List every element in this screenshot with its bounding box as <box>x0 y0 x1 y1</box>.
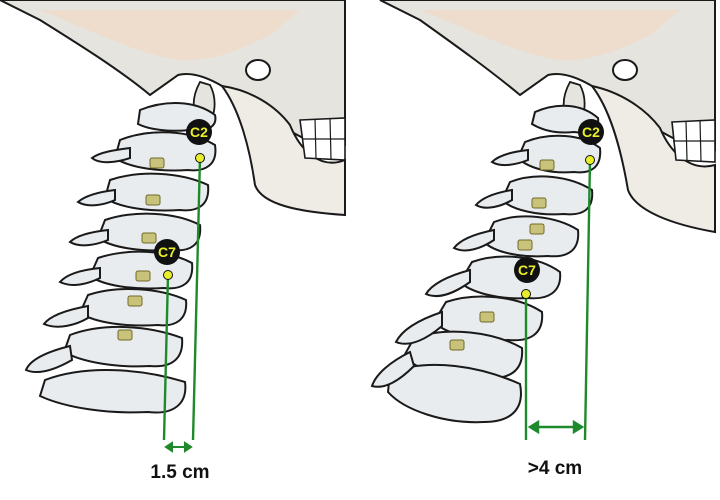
target-dot-icon <box>163 270 173 280</box>
plumb-line-c2 <box>583 159 592 441</box>
vertebra-t1 <box>386 363 522 424</box>
spinous-process-4 <box>58 266 101 286</box>
mandible <box>219 84 346 217</box>
vertebra-c3 <box>103 172 210 212</box>
mandible <box>589 84 716 234</box>
double-headed-arrow-icon <box>164 441 193 453</box>
measurement-label: >4 cm <box>528 458 582 479</box>
spinous-process-1 <box>490 148 529 167</box>
vertebra-c4 <box>96 212 202 252</box>
target-dot-icon <box>521 289 531 299</box>
vertebra-c2 <box>113 131 217 172</box>
ear-opening <box>612 59 638 81</box>
c2-label: C2 <box>582 124 600 140</box>
skull <box>379 0 716 234</box>
spinous-process-5 <box>42 304 89 328</box>
vertebra-t1 <box>38 369 187 414</box>
c2-marker: C2 <box>186 119 212 163</box>
target-dot-icon <box>585 155 595 165</box>
plumb-lines <box>162 157 202 441</box>
c2-label: C2 <box>190 124 208 140</box>
plumb-line-c7 <box>162 274 170 441</box>
c2-marker: C2 <box>578 119 604 165</box>
cervical-spine <box>24 102 217 414</box>
cervical-spine <box>370 104 602 424</box>
panel-normal-alignment: C2 C7 1.5 cm <box>0 0 346 483</box>
double-headed-arrow-icon <box>527 419 585 435</box>
target-dot-icon <box>195 153 205 163</box>
spinous-process-5 <box>394 310 443 345</box>
vertebra-c7 <box>62 325 184 368</box>
c7-marker: C7 <box>514 257 540 299</box>
spinous-process-2 <box>76 188 116 207</box>
vertebra-c5 <box>458 255 562 300</box>
plumb-line-c2 <box>191 157 202 441</box>
spinous-process-6 <box>370 350 416 388</box>
c7-label: C7 <box>158 244 176 260</box>
vertebra-c3 <box>500 175 594 216</box>
vertebra-c6 <box>78 288 188 327</box>
spinous-process-2 <box>474 188 513 209</box>
spine-illustration-forward-head: C2 C7 >4 cm <box>370 0 716 479</box>
skull <box>0 0 346 217</box>
panel-forward-head: C2 C7 >4 cm <box>360 0 720 500</box>
c7-marker: C7 <box>154 239 180 280</box>
spinous-process-3 <box>68 228 109 247</box>
spine-illustration-normal: C2 C7 1.5 cm <box>0 0 346 483</box>
vertebra-c2 <box>516 134 602 174</box>
facet-joints <box>117 157 165 341</box>
skull-shading <box>40 10 300 61</box>
facet-joints <box>449 159 555 351</box>
measurement-label: 1.5 cm <box>150 462 209 483</box>
c7-label: C7 <box>518 262 536 278</box>
ear-opening <box>245 59 271 81</box>
plumb-lines <box>524 159 592 441</box>
vertebra-c4 <box>482 215 580 258</box>
spinous-process-1 <box>90 146 131 164</box>
skull-shading <box>420 10 680 61</box>
spinous-process-3 <box>452 228 495 252</box>
spinous-process-4 <box>424 268 471 298</box>
spinous-process-6 <box>24 344 74 374</box>
